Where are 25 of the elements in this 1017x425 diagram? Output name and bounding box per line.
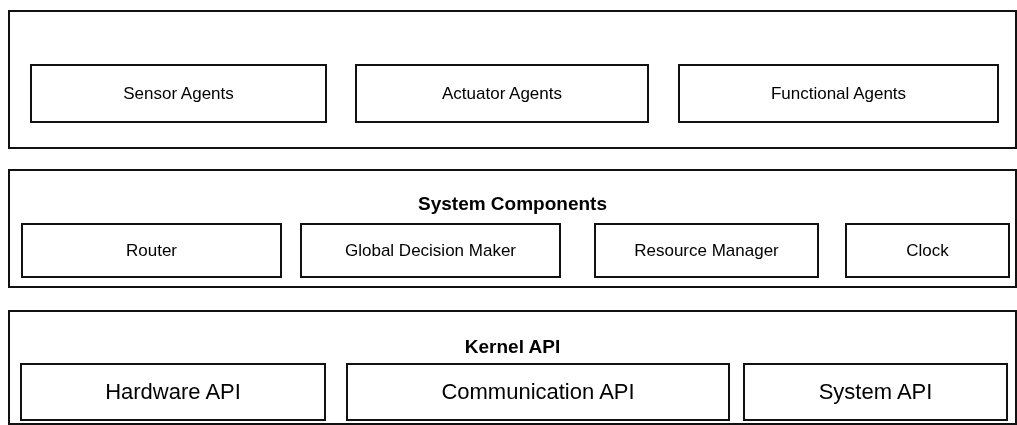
component-label: System API bbox=[818, 379, 933, 405]
component-label: Sensor Agents bbox=[123, 83, 234, 104]
component-box bbox=[678, 64, 999, 123]
layer-box bbox=[8, 310, 1017, 425]
component-box bbox=[300, 223, 561, 278]
component-label: Communication API bbox=[441, 379, 635, 405]
component-box bbox=[346, 363, 730, 421]
component-label: Hardware API bbox=[105, 379, 241, 405]
component-label: Router bbox=[126, 240, 177, 261]
component-box bbox=[845, 223, 1010, 278]
component-box bbox=[20, 363, 326, 421]
component-box bbox=[30, 64, 327, 123]
component-label: Clock bbox=[906, 240, 949, 261]
component-box bbox=[743, 363, 1008, 421]
component-box bbox=[594, 223, 819, 278]
component-label: Functional Agents bbox=[770, 83, 907, 104]
component-label: Actuator Agents bbox=[442, 83, 562, 104]
component-label: Resource Manager bbox=[634, 240, 779, 261]
component-box bbox=[355, 64, 649, 123]
layer-box bbox=[8, 10, 1017, 149]
component-label: Global Decision Maker bbox=[345, 240, 516, 261]
layer-title: Kernel API bbox=[464, 336, 561, 358]
layer-title: System Components bbox=[418, 193, 607, 215]
component-box bbox=[21, 223, 282, 278]
layer-box bbox=[8, 169, 1017, 288]
